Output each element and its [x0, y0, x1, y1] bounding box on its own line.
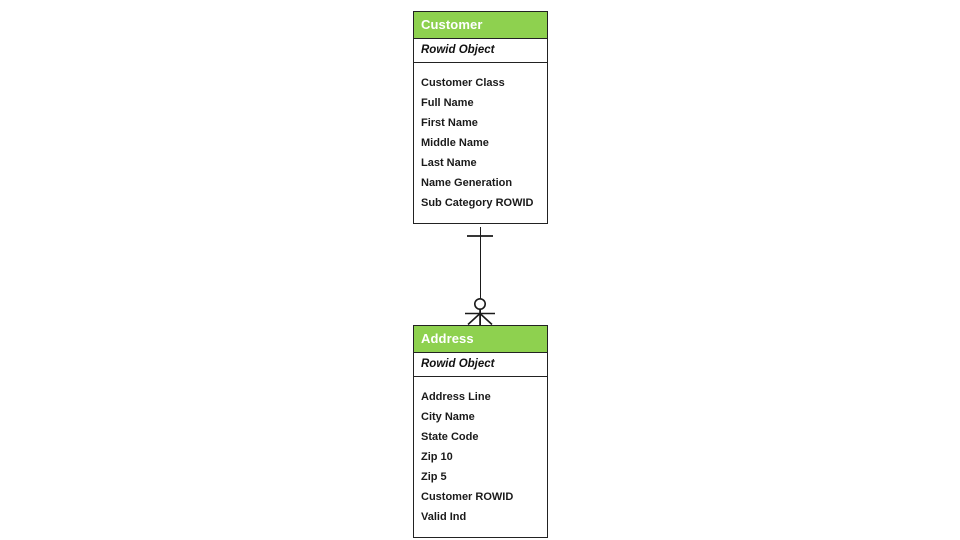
attribute-row: Address Line: [421, 391, 491, 403]
entity-customer[interactable]: Customer Rowid Object Customer Class Ful…: [413, 11, 548, 224]
entity-address[interactable]: Address Rowid Object Address Line City N…: [413, 325, 548, 538]
attribute-row: First Name: [421, 117, 478, 129]
cardinality-one-icon: [467, 235, 493, 237]
attribute-row: Valid Ind: [421, 511, 467, 523]
attribute-row: Zip 5: [421, 471, 447, 483]
entity-address-attributes: Address Line City Name State Code Zip 10…: [414, 377, 547, 537]
attribute-row: Customer ROWID: [421, 491, 514, 503]
entity-customer-title: Customer: [414, 12, 547, 39]
entity-customer-attributes: Customer Class Full Name First Name Midd…: [414, 63, 547, 223]
attribute-row: State Code: [421, 431, 479, 443]
entity-address-title: Address: [414, 326, 547, 353]
attribute-row: Full Name: [421, 97, 474, 109]
entity-customer-key-row: Rowid Object: [414, 39, 547, 63]
entity-address-key-row: Rowid Object: [414, 353, 547, 377]
attribute-row: Middle Name: [421, 137, 489, 149]
attribute-row: Sub Category ROWID: [421, 197, 534, 209]
relationship-line: [480, 227, 481, 325]
attribute-row: Name Generation: [421, 177, 513, 189]
attribute-row: Customer Class: [421, 77, 505, 89]
cardinality-zero-or-many-icon: [465, 298, 495, 326]
attribute-row: City Name: [421, 411, 475, 423]
attribute-row: Last Name: [421, 157, 477, 169]
attribute-row: Zip 10: [421, 451, 453, 463]
